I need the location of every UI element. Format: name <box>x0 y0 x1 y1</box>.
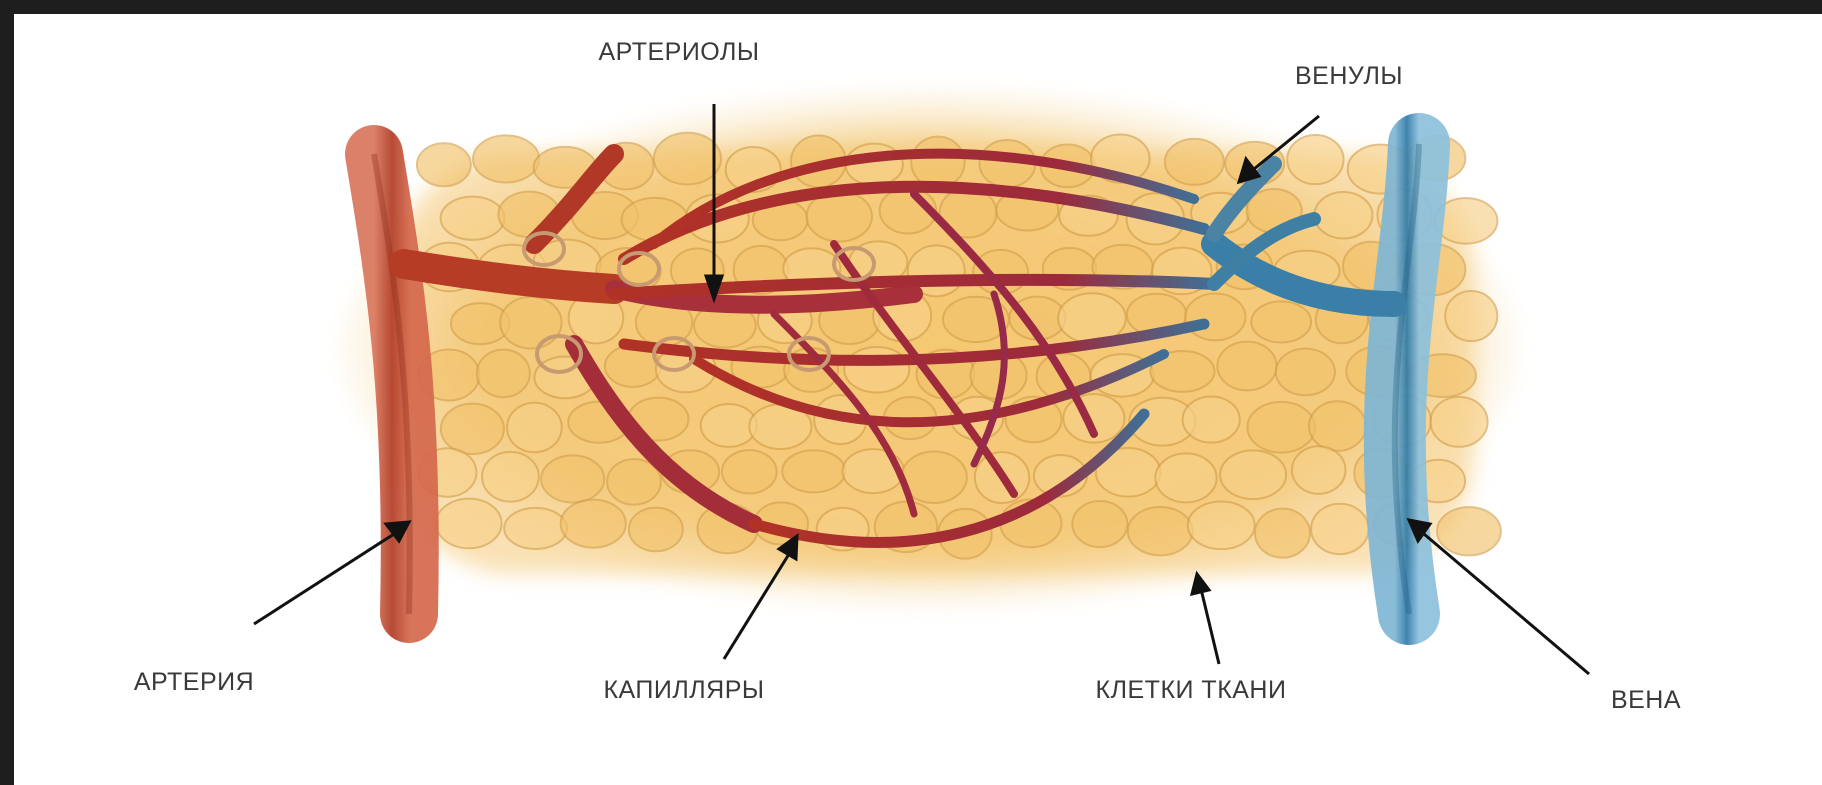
slide-canvas: АРТЕРИОЛЫ ВЕНУЛЫ АРТЕРИЯ КАПИЛЛЯРЫ КЛЕТК… <box>14 14 1822 785</box>
tissue-cell <box>1287 135 1343 184</box>
tissue-cell <box>507 403 562 453</box>
tissue-cell <box>1188 501 1255 549</box>
tissue-cell <box>441 197 505 240</box>
tissue-cell <box>1276 349 1335 396</box>
tissue-cell <box>701 404 757 447</box>
tissue-cell <box>541 455 604 502</box>
label-tissue-cells: КЛЕТКИ ТКАНИ <box>1096 676 1287 705</box>
tissue-cell <box>1431 397 1488 447</box>
tissue-cell <box>441 404 504 454</box>
tissue-cell <box>1445 291 1497 341</box>
arrow-tissue-cells <box>1192 574 1219 664</box>
tissue-cell <box>1292 446 1346 494</box>
tissue-cell <box>1155 453 1216 502</box>
tissue-cell <box>482 452 539 502</box>
tissue-cell <box>1128 507 1193 555</box>
label-arterioles: АРТЕРИОЛЫ <box>598 38 759 67</box>
tissue-cell <box>1217 342 1276 391</box>
tissue-cell <box>1314 192 1372 238</box>
tissue-cell <box>1251 301 1311 342</box>
tissue-cell <box>561 500 626 548</box>
tissue-cell <box>1309 401 1366 451</box>
tissue-cell <box>1311 504 1368 554</box>
tissue-cell <box>911 137 964 188</box>
tissue-cell <box>629 508 683 552</box>
tissue-cell <box>1165 139 1224 185</box>
tissue-cell <box>654 133 721 185</box>
label-capillaries: КАПИЛЛЯРЫ <box>603 676 764 705</box>
tissue-cell <box>1437 507 1501 555</box>
tissue-cell <box>1072 501 1127 547</box>
tissue-cell <box>1255 509 1310 558</box>
tissue-cell <box>1220 450 1286 499</box>
tissue-cell <box>844 347 909 393</box>
tissue-cell <box>1183 397 1240 443</box>
label-artery: АРТЕРИЯ <box>134 668 254 697</box>
tissue-cell <box>436 499 502 549</box>
label-venules: ВЕНУЛЫ <box>1295 62 1403 91</box>
tissue-cell <box>477 350 530 398</box>
tissue-cell <box>473 135 539 182</box>
tissue-cell <box>500 297 561 349</box>
label-vein: ВЕНА <box>1611 686 1681 715</box>
tissue-cell <box>782 450 845 492</box>
tissue-cell <box>1247 402 1314 453</box>
tissue-cell <box>504 508 567 549</box>
vein-vessel <box>1395 144 1419 614</box>
tissue-cell <box>722 450 777 493</box>
capillary-network-illustration <box>14 14 1822 785</box>
tissue-cell <box>417 143 471 186</box>
tissue-cell <box>1185 293 1245 340</box>
